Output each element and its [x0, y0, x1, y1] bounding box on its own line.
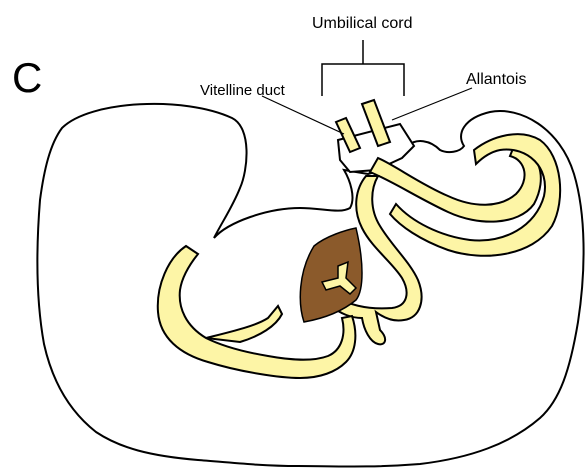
allantois-label: Allantois — [466, 71, 526, 88]
umbilical-cord-label: Umbilical cord — [312, 15, 412, 32]
panel-letter: C — [12, 54, 42, 101]
vitelline-duct-leader — [262, 96, 344, 134]
vitelline-duct-label: Vitelline duct — [200, 82, 286, 99]
umbilical-cord-bracket — [322, 40, 404, 96]
